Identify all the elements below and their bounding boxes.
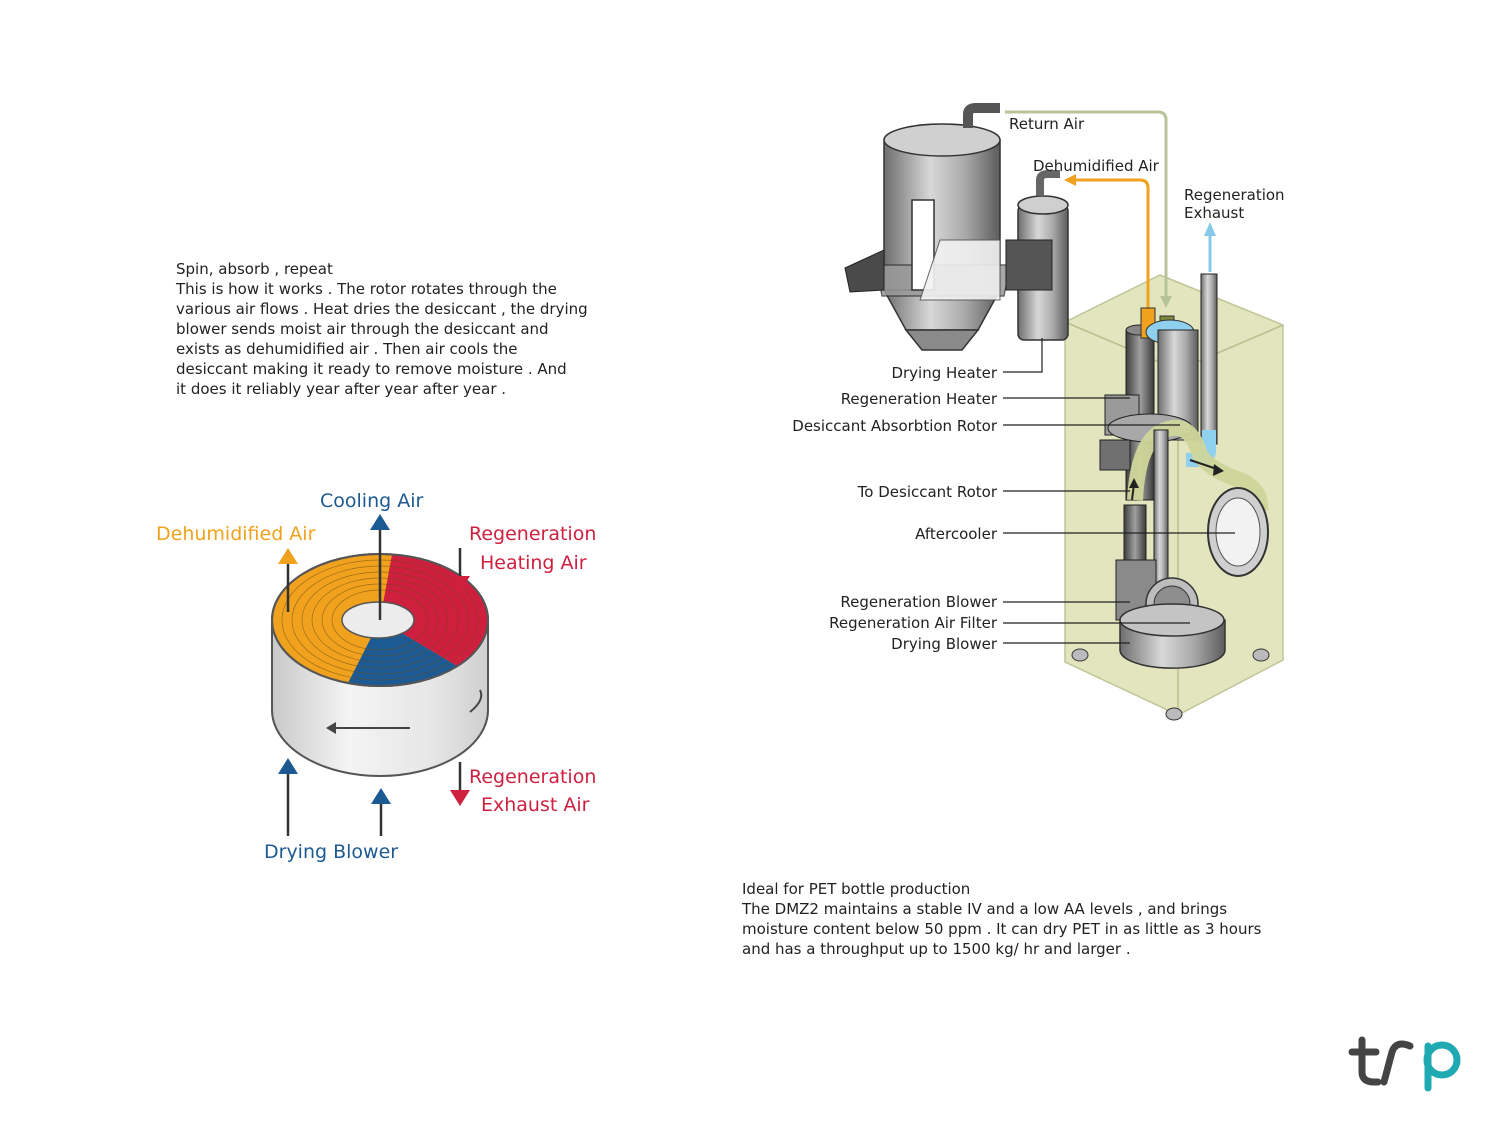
intro-heading: Spin, absorb , repeat: [176, 260, 333, 278]
return-air-label: Return Air: [1009, 115, 1085, 133]
intro-line: blower sends moist air through the desic…: [176, 320, 549, 338]
regeneration-blower-label: Regeneration Blower: [840, 593, 997, 611]
dehumidified-air-label: Dehumidified Air: [156, 523, 316, 545]
regen-exhaust-label-2: Exhaust Air: [481, 794, 590, 816]
dryer-machine-diagram: Return Air Dehumidified Air Regeneration…: [792, 103, 1285, 721]
regen-exhaust-label-2: Exhaust: [1184, 204, 1244, 222]
ideal-line: and has a throughput up to 1500 kg/ hr a…: [742, 940, 1131, 958]
desiccant-wheel-diagram: Cooling Air Dehumidified Air Regeneratio…: [156, 490, 596, 863]
desiccant-rotor-label: Desiccant Absorbtion Rotor: [792, 417, 998, 435]
regeneration-air-filter-label: Regeneration Air Filter: [829, 614, 998, 632]
aftercooler-label: Aftercooler: [915, 525, 998, 543]
drying-heater-label: Drying Heater: [891, 364, 997, 382]
regeneration-heater-label: Regeneration Heater: [841, 390, 998, 408]
to-desiccant-rotor-label: To Desiccant Rotor: [857, 483, 998, 501]
ideal-line: moisture content below 50 ppm . It can d…: [742, 920, 1262, 938]
dehumidified-air-line: [1072, 178, 1150, 308]
intro-text-block: Spin, absorb , repeat This is how it wor…: [176, 259, 616, 399]
regen-heating-label-2: Heating Air: [480, 552, 587, 574]
wheel-hub: [341, 601, 415, 639]
tsp-logo: tsp: [1348, 1036, 1461, 1101]
regen-exhaust-label-1: Regeneration: [469, 766, 596, 788]
intro-line: it does it reliably year after year afte…: [176, 380, 507, 398]
drying-blower-label: Drying Blower: [891, 635, 998, 653]
drying-blower-label: Drying Blower: [264, 841, 398, 863]
ideal-heading: Ideal for PET bottle production: [742, 880, 971, 898]
regen-heating-label-1: Regeneration: [469, 523, 596, 545]
ideal-text-block: Ideal for PET bottle production The DMZ2…: [742, 879, 1302, 959]
logo-text: tsp: [1400, 1098, 1402, 1101]
ideal-line: The DMZ2 maintains a stable IV and a low…: [742, 900, 1228, 918]
intro-line: exists as dehumidified air . Then air co…: [176, 340, 518, 358]
regen-exhaust-label-1: Regeneration: [1184, 186, 1285, 204]
intro-line: various air flows . Heat dries the desic…: [176, 300, 588, 318]
cooling-air-label: Cooling Air: [320, 490, 423, 512]
return-air-line: [1005, 110, 1168, 300]
dehumidified-air-label: Dehumidified Air: [1033, 157, 1160, 175]
intro-line: desiccant making it ready to remove mois…: [176, 360, 567, 378]
intro-line: This is how it works . The rotor rotates…: [176, 280, 557, 298]
